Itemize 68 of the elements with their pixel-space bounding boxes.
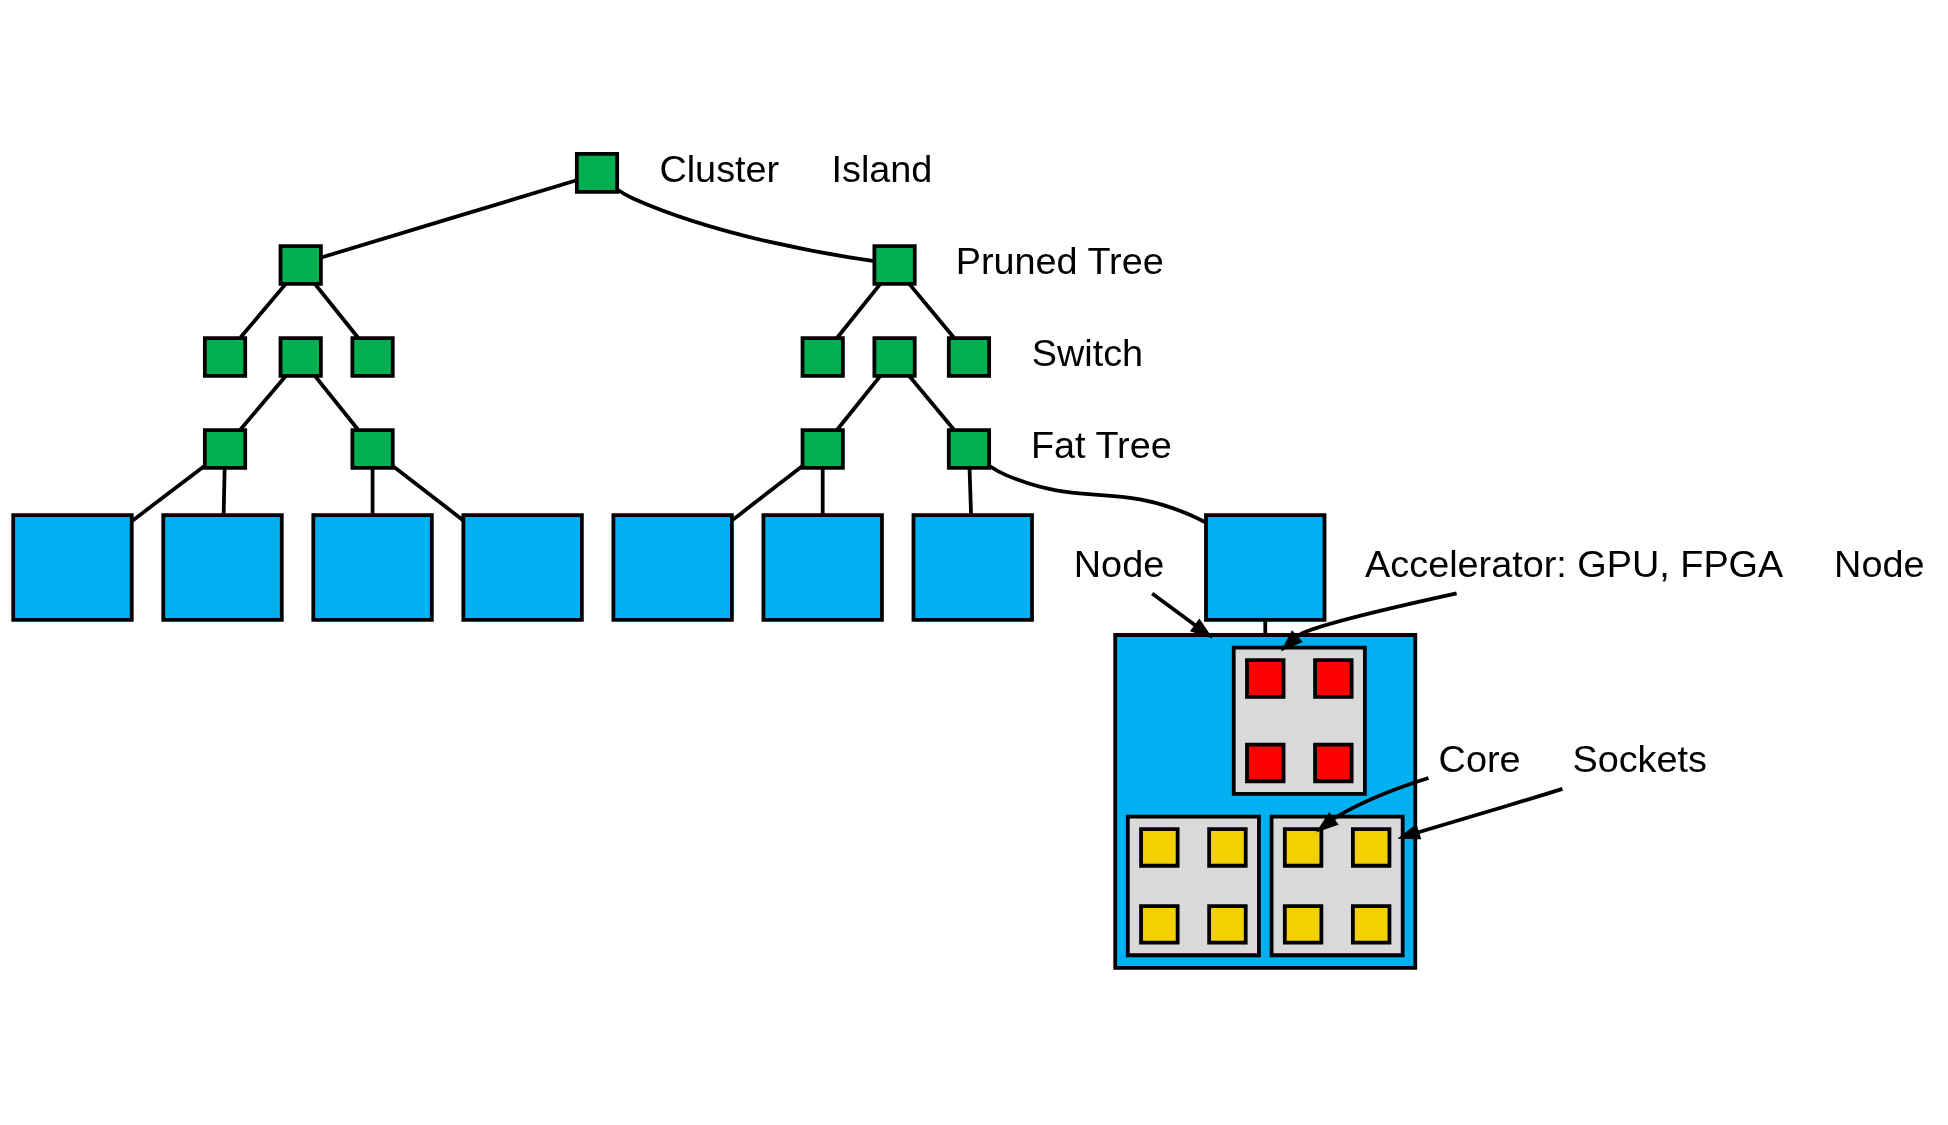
connector [967,468,973,515]
node-box [1139,827,1180,868]
node-box [1139,904,1180,945]
arrow [1280,591,1458,652]
node-box [872,336,917,378]
node-box [1282,904,1324,945]
node-box [1313,658,1354,699]
connector [370,468,375,515]
node-box [1245,658,1286,699]
node-box [161,513,284,622]
label: Pruned Tree [955,240,1164,283]
node-box [761,513,884,622]
node-box [350,336,395,378]
label: Island [831,148,933,191]
connector [239,282,288,339]
connector [988,464,1207,525]
arrow [1397,787,1563,840]
connector [616,188,875,263]
node-text: Node [1073,543,1165,585]
node-box [872,244,917,286]
connector [239,374,288,431]
cluster [1113,633,1418,970]
node-text: Sockets [1572,738,1707,781]
label: Fat Tree [1030,424,1172,467]
label: Node [1834,543,1925,585]
cluster [1125,814,1261,958]
node-box [1207,827,1248,868]
node-box [1351,827,1392,868]
cluster [1231,645,1367,796]
node-box [278,336,323,378]
node-box [461,513,584,622]
connector [907,282,956,339]
connector [820,468,825,515]
connector [391,464,465,522]
node-text: Accelerator: GPU, FPGA [1365,543,1784,585]
label: Switch [1031,332,1144,375]
node-box [1351,904,1392,945]
arrow [1151,591,1213,639]
label: Cluster [659,148,780,191]
node-box [800,428,845,470]
connector [130,464,206,523]
node-box [203,336,248,378]
node-box [203,428,248,470]
node-box [800,336,845,378]
node-box [1245,742,1286,784]
connector [313,374,360,431]
connector [313,282,360,339]
node-box [574,152,620,194]
connector [835,282,882,339]
node-box [946,428,991,470]
node-box [350,428,395,470]
node-box [278,244,323,286]
connector [730,464,804,522]
connector [1263,620,1268,635]
node-box [611,513,734,622]
node-box [1313,742,1354,784]
connector [221,468,227,515]
connector [320,178,578,260]
connector [907,374,956,431]
node-box [311,513,434,622]
node-text: Core [1438,738,1521,781]
node-box [1207,904,1248,945]
node-box [946,336,991,378]
node-box [911,513,1034,622]
node-box [1204,513,1327,622]
node-box [1282,827,1324,868]
connector [835,374,882,431]
node-box [11,513,134,622]
